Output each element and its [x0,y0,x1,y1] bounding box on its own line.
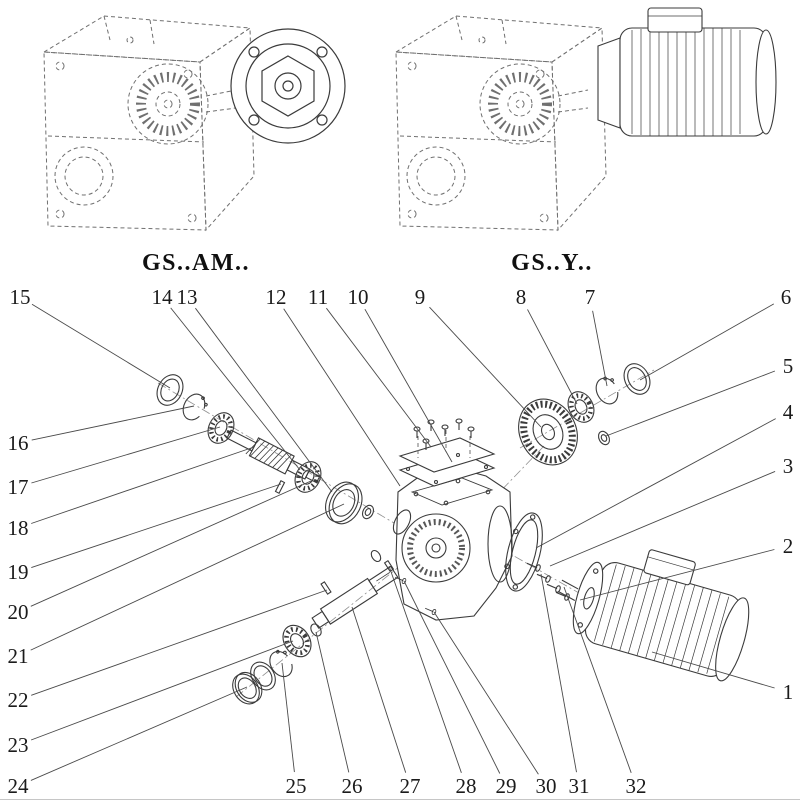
leader-line-6 [639,303,775,381]
callout-number-19: 19 [8,560,29,584]
callout-number-9: 9 [415,285,426,309]
callout-number-13: 13 [177,285,198,309]
callout-number-29: 29 [496,774,517,798]
callout-number-8: 8 [516,285,527,309]
callout-number-14: 14 [152,285,174,309]
leader-line-3 [549,470,776,567]
variant-label-gs-am: GS..AM.. [142,250,250,276]
leader-line-4 [535,418,776,549]
leader-line-17 [31,426,221,484]
leader-line-10 [364,308,453,463]
callout-number-16: 16 [8,431,29,455]
callout-number-2: 2 [783,534,794,558]
callout-number-32: 32 [626,774,647,798]
leader-line-7 [592,310,608,387]
leader-line-29 [403,580,501,774]
leader-line-9 [429,306,542,428]
leader-line-2 [579,549,775,601]
leader-line-8 [527,309,578,405]
output-spacer-ring [310,623,322,637]
leader-line-15 [31,303,171,389]
callout-number-7: 7 [585,285,596,309]
gearbox-housing-outline-am [44,16,254,230]
callout-number-27: 27 [400,774,421,798]
callout-number-3: 3 [783,454,794,478]
plug [370,549,382,563]
leader-line-26 [315,631,350,773]
input-circlip [178,389,211,425]
callout-number-28: 28 [456,774,477,798]
electric-motor-part [558,549,750,682]
leader-line-32 [563,586,632,773]
callout-number-24: 24 [8,774,30,798]
shim-washer [325,481,363,525]
callout-number-23: 23 [8,733,29,757]
callout-number-11: 11 [308,285,328,309]
leader-line-22 [31,589,328,696]
assembly-axis-lines [157,369,655,698]
housing-cover-plates [398,430,496,487]
gearbox-housing-part [392,467,513,621]
leader-line-28 [388,565,462,773]
callout-number-5: 5 [783,354,794,378]
worm-wheel-gear [518,398,578,466]
worm-shaft [226,429,321,484]
callout-number-22: 22 [8,688,29,712]
output-seal-ring [250,661,276,691]
input-seal-ring [156,374,184,406]
leader-line-24 [30,686,248,781]
leader-line-19 [31,483,282,569]
leader-line-21 [30,503,345,651]
leader-line-5 [605,370,776,437]
leader-line-13 [195,307,333,493]
small-pin [383,559,395,573]
gearbox-variant-y-drawing [396,7,777,230]
callout-number-18: 18 [8,516,29,540]
exploded-assembly [156,363,750,705]
gearbox-variant-am-drawing [44,16,346,230]
callout-number-21: 21 [8,644,29,668]
callout-number-15: 15 [10,285,31,309]
callout-number-1: 1 [783,680,794,704]
callout-number-26: 26 [342,774,363,798]
leader-line-14 [170,307,301,471]
leader-line-20 [30,480,312,607]
callout-number-10: 10 [348,285,369,309]
variant-label-gs-y: GS..Y.. [511,250,593,276]
gearbox-housing-outline-y [396,16,606,230]
callout-number-6: 6 [781,285,792,309]
callout-number-17: 17 [8,475,29,499]
leader-line-16 [31,405,195,441]
callout-number-25: 25 [286,774,307,798]
leader-line-23 [30,640,294,741]
callout-number-20: 20 [8,600,29,624]
gear-circlip [591,373,624,409]
input-key-pin [274,480,286,494]
leader-line-27 [351,606,407,773]
gear-seal-ring [623,363,651,395]
leader-line-31 [540,573,577,773]
motor-top-drawing [597,7,777,137]
output-key [320,581,332,595]
motor-flange-gasket [504,512,543,592]
leader-line-25 [281,662,295,773]
leader-line-11 [326,307,432,448]
output-washer [232,671,263,705]
spacer-ring [597,430,611,446]
leader-line-12 [283,308,401,487]
leader-line-30 [433,611,539,775]
output-shaft [311,565,399,629]
callout-number-4: 4 [783,400,794,424]
callout-number-12: 12 [266,285,287,309]
small-ring [361,504,375,520]
leader-line-18 [31,446,255,524]
leader-line-1 [651,651,775,689]
output-flange-drawing [230,28,346,144]
callout-number-31: 31 [569,774,590,798]
callout-number-30: 30 [536,774,557,798]
